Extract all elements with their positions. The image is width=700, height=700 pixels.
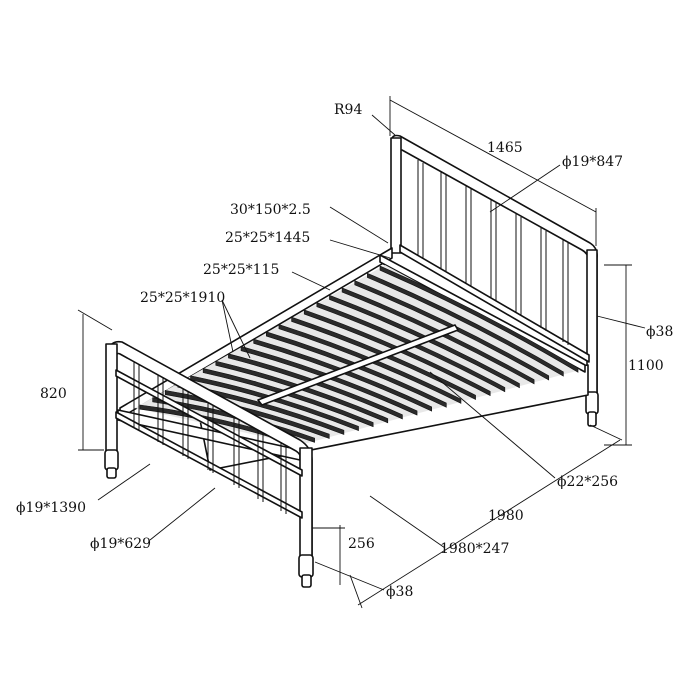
- slat: [367, 272, 564, 377]
- headboard: [390, 134, 599, 427]
- label-slat-section: 30*150*2.5: [230, 202, 311, 218]
- slat: [303, 309, 491, 397]
- label-foot-height: 820: [40, 386, 67, 402]
- headboard-spindles: [417, 160, 569, 345]
- slat: [215, 360, 389, 424]
- label-side-rail-c: 25*25*1910: [140, 290, 225, 306]
- slat: [202, 368, 374, 428]
- slat: [240, 346, 418, 416]
- slat: [278, 324, 462, 404]
- label-headboard-width: 1465: [487, 140, 523, 156]
- dimension-lines: [77, 96, 646, 609]
- slat: [253, 338, 432, 412]
- label-side-rail-b: 25*25*115: [203, 262, 279, 278]
- slat: [190, 375, 359, 432]
- label-post-dia-foot: ϕ38: [386, 584, 413, 600]
- slat: [341, 287, 535, 385]
- label-foot-tube-long: ϕ19*1390: [16, 500, 86, 516]
- footboard-spindles: [133, 362, 287, 514]
- label-length: 1980: [488, 508, 524, 524]
- slat: [379, 265, 579, 373]
- label-headboard-tube: ϕ19*847: [562, 154, 623, 170]
- dimension-labels: R94 1465 ϕ19*847 30*150*2.5 25*25*1445 2…: [16, 102, 673, 600]
- label-r94: R94: [334, 102, 362, 118]
- slat: [291, 316, 476, 400]
- slat: [316, 302, 506, 393]
- slat: [354, 280, 550, 381]
- slat: [228, 353, 403, 420]
- slat: [152, 397, 315, 443]
- label-side-board: 1980*247: [440, 541, 509, 557]
- footboard: [104, 340, 314, 588]
- slat: [266, 331, 447, 408]
- slat: [329, 294, 520, 389]
- label-foot-tube-short: ϕ19*629: [90, 536, 151, 552]
- label-side-rail-a: 25*25*1445: [225, 230, 310, 246]
- label-post-dia-head: ϕ38: [646, 324, 673, 340]
- label-leg-height: 256: [348, 536, 375, 552]
- label-center-tube: ϕ22*256: [557, 474, 618, 490]
- label-head-height: 1100: [628, 358, 664, 374]
